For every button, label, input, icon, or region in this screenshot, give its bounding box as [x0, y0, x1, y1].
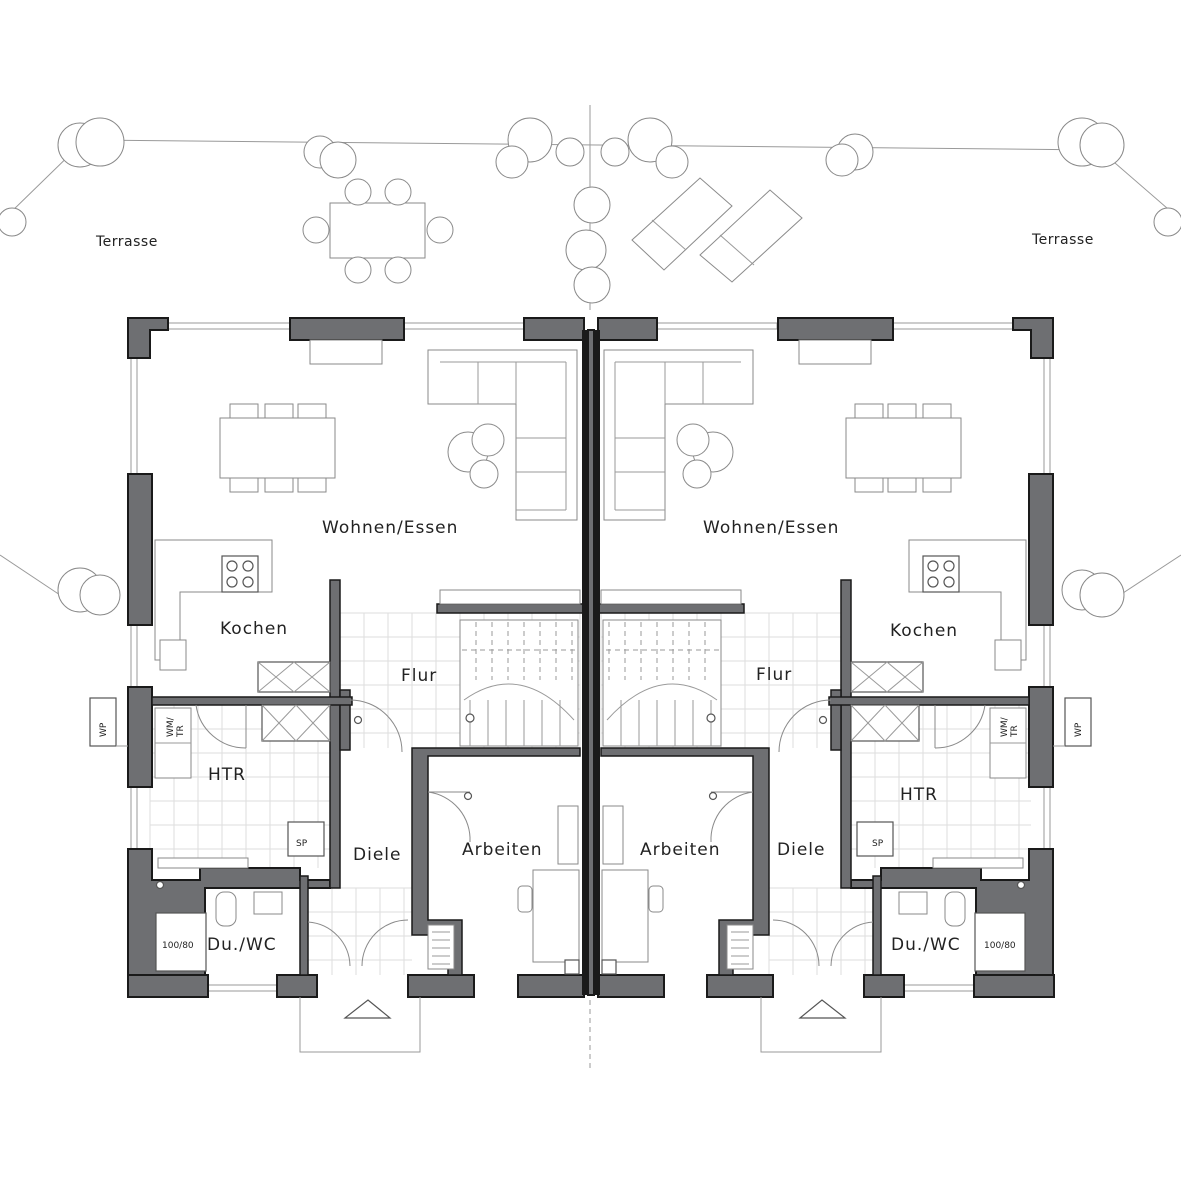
- furniture-left: [154, 339, 581, 975]
- door-swing: [778, 699, 832, 753]
- door-swing: [830, 921, 874, 967]
- toilet-icon: [944, 891, 966, 927]
- shower-tray: [155, 912, 207, 972]
- door-swing: [195, 704, 247, 749]
- bookshelf: [557, 805, 579, 865]
- room-label-office-right: Arbeiten: [640, 840, 721, 860]
- terrace-dining-set: [302, 178, 454, 284]
- storage-label-right: SP: [872, 839, 884, 849]
- chair: [264, 477, 294, 493]
- furniture-right: [600, 339, 1027, 975]
- door-swing: [361, 919, 409, 967]
- chair: [887, 477, 917, 493]
- storage-label-left: SP: [296, 839, 308, 849]
- entrance-arrow-icon: [343, 999, 392, 1019]
- office-chair: [517, 885, 533, 913]
- entry-canopy: [299, 997, 882, 1070]
- chair: [297, 403, 327, 419]
- desk: [532, 869, 580, 963]
- chair: [297, 477, 327, 493]
- door-swing: [772, 919, 820, 967]
- cooktop-icon: [221, 555, 259, 593]
- chair: [854, 403, 884, 419]
- sideboard: [798, 339, 872, 365]
- entrance-arrow-icon: [798, 999, 847, 1019]
- desk: [601, 869, 649, 963]
- sun-loungers: [631, 177, 803, 283]
- storage-tank: [287, 821, 325, 857]
- room-label-utility-right: HTR: [900, 785, 938, 805]
- bookshelf: [602, 805, 624, 865]
- chair: [264, 403, 294, 419]
- tall-cabinet: [850, 661, 924, 693]
- door-swing: [307, 921, 351, 967]
- chair: [854, 477, 884, 493]
- washer-dryer-label-right: WM/TR: [1000, 716, 1020, 738]
- dining-table: [845, 417, 962, 479]
- heat-pump-left: [89, 697, 128, 747]
- sink-icon: [898, 891, 928, 915]
- washer-dryer-label-left: WM/TR: [166, 716, 186, 738]
- chair: [922, 403, 952, 419]
- door-swing: [934, 704, 986, 749]
- room-label-kitchen-right: Kochen: [890, 621, 958, 641]
- hall-shelf: [439, 589, 581, 605]
- sideboard: [309, 339, 383, 365]
- dining-table: [219, 417, 336, 479]
- room-label-living-left: Wohnen/Essen: [322, 518, 458, 538]
- office-chair: [648, 885, 664, 913]
- room-label-kitchen-left: Kochen: [220, 619, 288, 639]
- door-swing: [349, 699, 403, 753]
- room-label-entry-left: Diele: [353, 845, 401, 865]
- door-swing: [710, 791, 754, 843]
- technical-cabinet: [850, 704, 920, 742]
- sink-icon: [253, 891, 283, 915]
- room-label-bath-left: Du./WC: [207, 935, 277, 955]
- sofa: [427, 349, 578, 521]
- heat-pump-right: [1053, 697, 1092, 747]
- door-swing: [427, 791, 471, 843]
- fridge: [994, 639, 1022, 671]
- terrace-label-left: Terrasse: [95, 234, 158, 250]
- heat-pump-label-left: WP: [99, 722, 109, 737]
- staircase: [459, 619, 579, 747]
- shower-size-left: 100/80: [162, 941, 194, 951]
- room-label-office-left: Arbeiten: [462, 840, 543, 860]
- shower-tray: [974, 912, 1026, 972]
- terrace-label-right: Terrasse: [1031, 232, 1094, 248]
- chair: [887, 403, 917, 419]
- room-label-entry-right: Diele: [777, 840, 825, 860]
- chair: [229, 403, 259, 419]
- room-label-bath-right: Du./WC: [891, 935, 961, 955]
- cooktop-icon: [922, 555, 960, 593]
- tall-cabinet: [257, 661, 331, 693]
- sofa: [603, 349, 754, 521]
- chair: [922, 477, 952, 493]
- staircase: [602, 619, 722, 747]
- hall-shelf: [600, 589, 742, 605]
- storage-tank: [856, 821, 894, 857]
- chair: [229, 477, 259, 493]
- shower-size-right: 100/80: [984, 941, 1016, 951]
- room-label-hall-left: Flur: [401, 666, 437, 686]
- fridge: [159, 639, 187, 671]
- room-label-utility-left: HTR: [208, 765, 246, 785]
- tree-icon: [0, 117, 1181, 618]
- toilet-icon: [215, 891, 237, 927]
- technical-cabinet: [261, 704, 331, 742]
- room-label-living-right: Wohnen/Essen: [703, 518, 839, 538]
- heat-pump-label-right: WP: [1074, 722, 1084, 737]
- room-label-hall-right: Flur: [756, 665, 792, 685]
